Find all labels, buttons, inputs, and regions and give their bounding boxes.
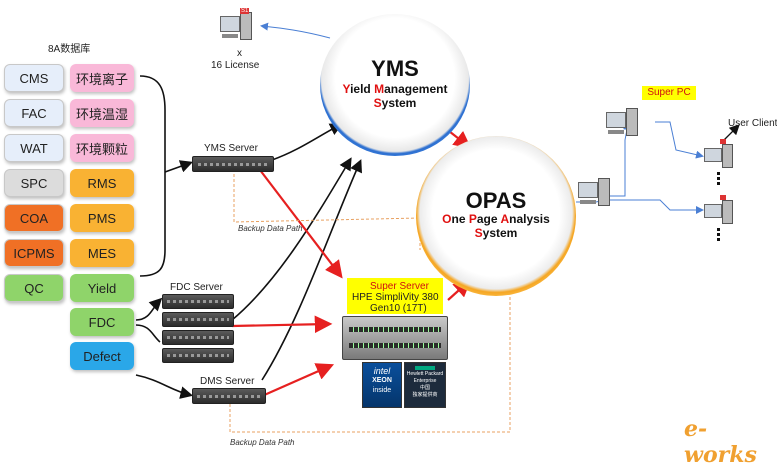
db-right-5: MES [70, 239, 134, 267]
db-left-1: FAC [4, 99, 64, 127]
backup-path-2: Backup Data Path [230, 438, 295, 447]
yms-server-label: YMS Server [204, 143, 258, 154]
dms-server-icon [192, 388, 266, 404]
fdc-server-icon-4 [162, 348, 234, 363]
db-left-5: ICPMS [4, 239, 64, 267]
defect-to-dms [135, 374, 194, 399]
yms-title: YMS [371, 56, 419, 81]
super-server-gen: Gen10 (17T) [370, 303, 427, 314]
fdc-server-icon-1 [162, 294, 234, 309]
opas-subtitle: One Page Analysis System [442, 212, 550, 240]
db-right-0: 环境离子 [70, 64, 134, 92]
db-left-6: QC [4, 274, 64, 302]
watermark-logo: e-works [684, 416, 757, 468]
db-right-3: RMS [70, 169, 134, 197]
fdc-server-icon-3 [162, 330, 234, 345]
opas-circle [416, 136, 576, 296]
super-server-label-box [347, 278, 443, 314]
dms-server-label: DMS Server [200, 376, 255, 387]
db-right-4: PMS [70, 204, 134, 232]
user-client-label: User Client [728, 118, 777, 129]
db-left-2: WAT [4, 134, 64, 162]
license-count: 16 License [211, 60, 260, 71]
db-brace [139, 75, 166, 277]
super-server-icon [342, 316, 448, 360]
user-client-icon-2 [704, 195, 734, 226]
defect-pill: Defect [70, 342, 134, 370]
yms-server-icon [192, 156, 274, 172]
db-left-4: COA [4, 204, 64, 232]
db-left-0: CMS [4, 64, 64, 92]
fdc-server-icon-2 [162, 312, 234, 327]
super-pc-label: Super PC [642, 86, 696, 100]
fdc-brace [135, 297, 163, 321]
client-dots-1 [717, 172, 720, 186]
fdc-pill: FDC [70, 308, 134, 336]
db-right-6: Yield [70, 274, 134, 302]
db-left-3: SPC [4, 169, 64, 197]
backup-path-1: Backup Data Path [238, 224, 303, 233]
license-tag: S1 [240, 8, 250, 14]
database-title: 8A数据库 [48, 44, 91, 55]
license-x: x [237, 48, 242, 59]
super-server-title: Super Server [370, 281, 429, 292]
super-pc-icon [606, 108, 640, 138]
db-right-1: 环境温湿 [70, 99, 134, 127]
yms-circle [320, 14, 470, 156]
opas-title: OPAS [465, 188, 527, 213]
user-client-icon-1 [704, 139, 734, 170]
db-right-2: 环境颗粒 [70, 134, 134, 162]
hpe-badge: Hewlett Packard Enterprise 中国 独家提供商 [404, 362, 446, 408]
fdc-server-label: FDC Server [170, 282, 223, 293]
client-dots-2 [717, 228, 720, 242]
connector-diagram [135, 22, 740, 433]
license-computer-icon: S1 [220, 8, 256, 44]
opas-computer-icon [578, 178, 612, 208]
super-server-model: HPE SimpliVity 380 [352, 292, 439, 303]
yms-subtitle: Yield Management System [342, 82, 448, 110]
intel-xeon-badge: intel XEON inside [362, 362, 402, 408]
